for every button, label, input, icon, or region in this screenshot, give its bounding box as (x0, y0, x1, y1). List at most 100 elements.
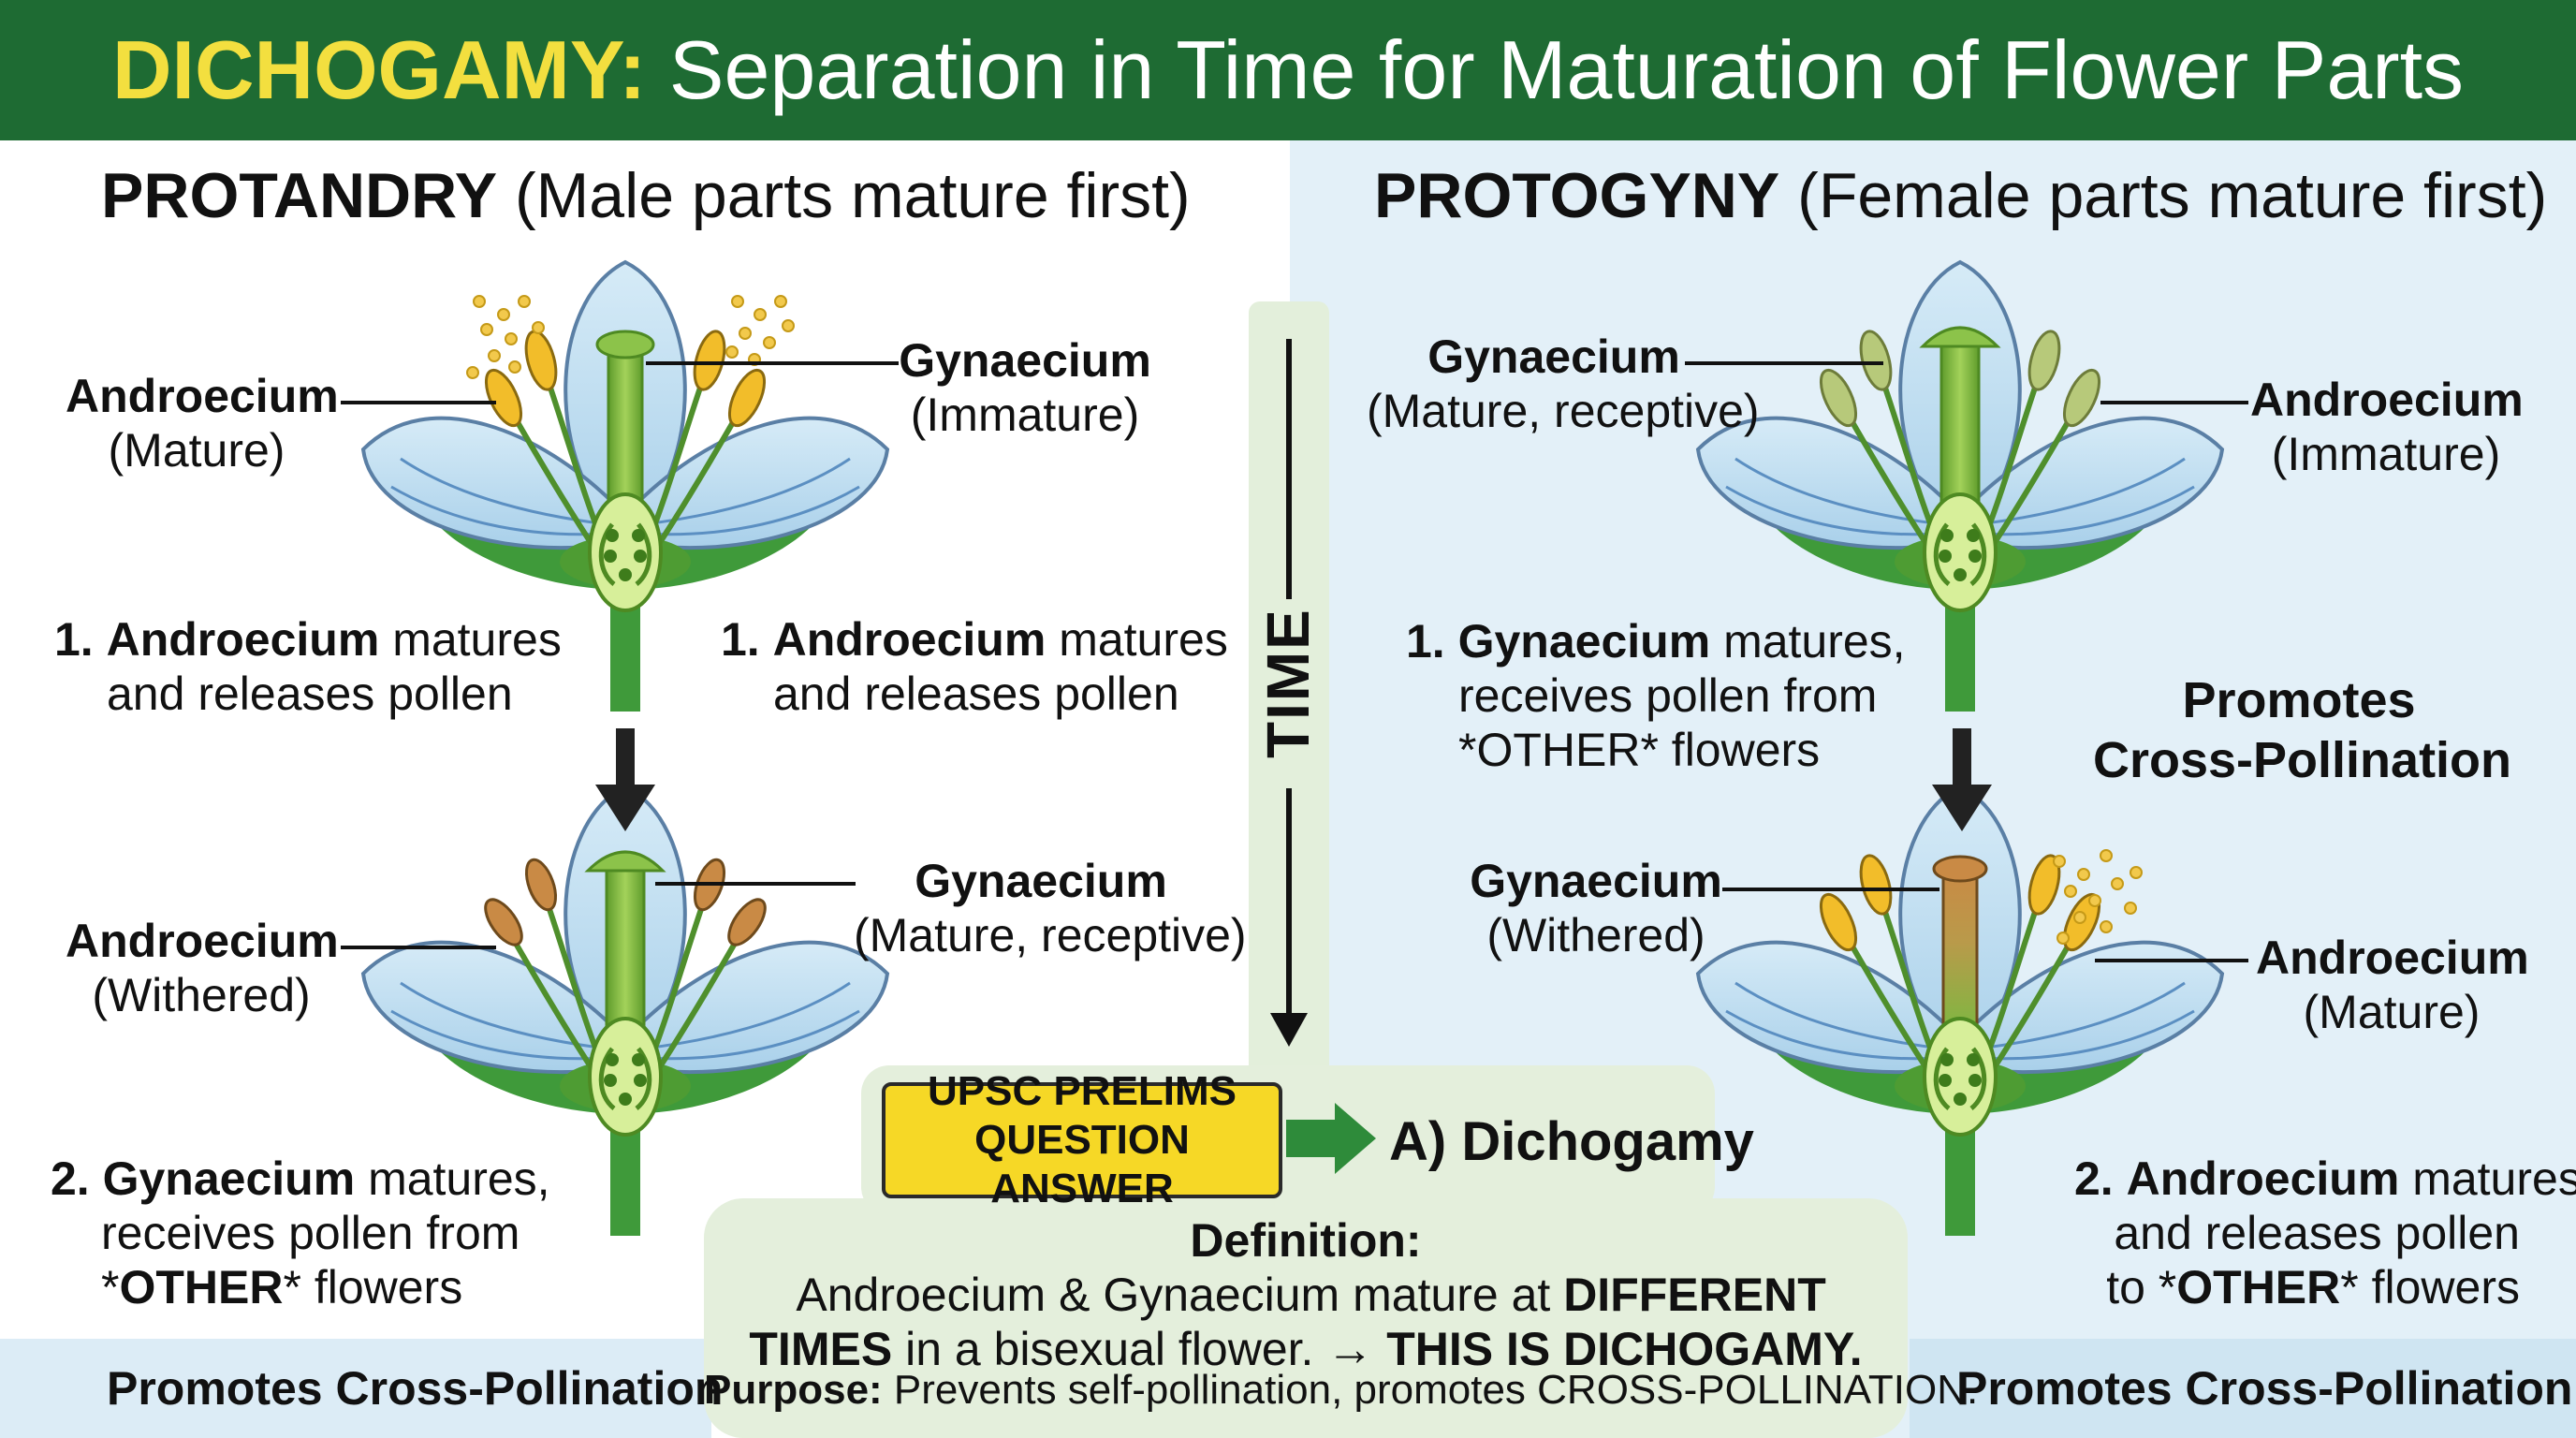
step-line3-post: * flowers (283, 1261, 463, 1313)
protogyny-bottom-androecium-label: Androecium (Mature) (2256, 931, 2529, 1039)
protogyny-band-text: Promotes Cross-Pollination (1956, 1362, 2573, 1415)
step-line3-pre: * (101, 1261, 120, 1313)
step-bold: Androecium (772, 613, 1046, 666)
purpose-text: Purpose: Prevents self-pollination, prom… (704, 1367, 1978, 1414)
androecium-label: Androecium (66, 915, 339, 967)
step-rest: matures (2399, 1152, 2576, 1205)
step-line2: and releases pollen (107, 668, 513, 720)
step-bold: Gynaecium (1457, 615, 1711, 668)
header-bar (0, 0, 2576, 140)
step-number: 1. (54, 613, 94, 666)
step-line3-bold: OTHER (2176, 1261, 2341, 1313)
leader-lines (341, 361, 2248, 962)
gynaecium-label: Gynaecium (915, 855, 1167, 907)
protandry-bottom-androecium-label: Androecium (Withered) (66, 914, 339, 1022)
promotes-line1: Promotes (2182, 672, 2416, 728)
protogyny-promotes-note: Promotes Cross-Pollination (2093, 670, 2512, 790)
step-rest: matures (379, 613, 562, 666)
protandry-band-text: Promotes Cross-Pollination (107, 1362, 724, 1415)
title-keyword: DICHOGAMY: (111, 23, 647, 116)
definition-text1: Androecium & Gynaecium mature at (785, 1269, 1564, 1321)
protogyny-bottom-band (1910, 1339, 2576, 1438)
step-number: 2. (2074, 1152, 2114, 1205)
down-arrow-icon (595, 728, 655, 831)
protandry-top-androecium-label: Androecium (Mature) (66, 369, 339, 477)
androecium-state: (Mature) (108, 424, 285, 477)
protandry-heading-note: (Male parts mature first) (497, 160, 1191, 231)
definition-label: Definition: (1190, 1214, 1422, 1267)
upsc-badge-line1: UPSC PRELIMS (927, 1068, 1237, 1114)
step-line2: and releases pollen (773, 668, 1179, 720)
protandry-bottom-band (0, 1339, 711, 1438)
androecium-state: (Mature) (2303, 986, 2481, 1038)
protandry-flower-top (361, 260, 889, 713)
step-line2: receives pollen from (1458, 669, 1878, 722)
step-number: 1. (1406, 615, 1445, 668)
definition-text2: in a bisexual flower. → (892, 1323, 1387, 1375)
upsc-badge-line2: QUESTION ANSWER (974, 1117, 1190, 1211)
purpose-body: Prevents self-pollination, promotes CROS… (882, 1367, 1979, 1413)
step-number: 2. (51, 1152, 90, 1205)
purpose-label: Purpose: (704, 1367, 883, 1413)
promotes-line2: Cross-Pollination (2093, 732, 2512, 788)
title-rest: Separation in Time for Maturation of Flo… (646, 23, 2465, 116)
protogyny-heading-note: (Female parts mature first) (1779, 160, 2548, 231)
protogyny-flower-top (1696, 260, 2224, 713)
gynaecium-label: Gynaecium (1427, 330, 1680, 383)
protogyny-heading: PROTOGYNY (Female parts mature first) (1374, 159, 2547, 232)
pollen-grains-protogyny (2053, 849, 2143, 945)
pollen-grains-protandry (466, 295, 795, 379)
right-arrow-icon (1286, 1103, 1376, 1174)
protogyny-heading-bold: PROTOGYNY (1374, 160, 1780, 231)
upsc-badge: UPSC PRELIMS QUESTION ANSWER (882, 1068, 1282, 1211)
definition-bold3: THIS IS DICHOGAMY. (1386, 1323, 1863, 1375)
protogyny-bottom-gynaecium-label: Gynaecium (Withered) (1470, 854, 1722, 962)
gynaecium-label: Gynaecium (899, 334, 1151, 387)
protogyny-step2: 2. Androecium matures and releases polle… (2074, 1152, 2576, 1314)
protogyny-top-gynaecium-label: Gynaecium (Mature, receptive) (1367, 330, 1760, 438)
protogyny-flower-bottom (1696, 785, 2224, 1238)
protogyny-top-androecium-label: Androecium (Immature) (2250, 373, 2524, 481)
step-bold: Androecium (106, 613, 380, 666)
down-arrow-icon-right (1932, 728, 1992, 831)
step-line2: receives pollen from (101, 1207, 520, 1259)
time-label: TIME (1254, 608, 1322, 758)
step-rest: matures, (355, 1152, 550, 1205)
protandry-step1-left: 1. Androecium matures and releases polle… (54, 612, 562, 721)
step-number: 1. (721, 613, 760, 666)
step-line2: and releases pollen (2114, 1207, 2520, 1259)
gynaecium-state: (Mature, receptive) (1367, 385, 1760, 437)
answer-text: A) Dichogamy (1389, 1111, 1754, 1172)
protandry-top-gynaecium-label: Gynaecium (Immature) (899, 333, 1151, 442)
gynaecium-state: (Withered) (1486, 909, 1705, 961)
step-rest: matures (1046, 613, 1228, 666)
step-line3: *OTHER* flowers (1458, 724, 1821, 776)
androecium-state: (Immature) (2271, 428, 2501, 480)
step-line3-bold: OTHER (119, 1261, 284, 1313)
definition-bold2: TIMES (749, 1323, 893, 1375)
protandry-heading-bold: PROTANDRY (101, 160, 498, 231)
step-bold: Androecium (2126, 1152, 2400, 1205)
definition-box (704, 1198, 1908, 1438)
time-arrow-head (1270, 1013, 1308, 1047)
protandry-heading: PROTANDRY (Male parts mature first) (101, 159, 1191, 232)
androecium-label: Androecium (66, 370, 339, 422)
androecium-label: Androecium (2256, 932, 2529, 984)
time-track (1249, 301, 1329, 1088)
definition-text: Definition: Androecium & Gynaecium matur… (704, 1213, 1908, 1376)
step-line3-post: * flowers (2340, 1261, 2520, 1313)
protandry-step2: 2. Gynaecium matures, receives pollen fr… (51, 1152, 550, 1314)
gynaecium-label: Gynaecium (1470, 855, 1722, 907)
page-title: DICHOGAMY: Separation in Time for Matura… (0, 0, 2576, 140)
definition-bold1: DIFFERENT (1563, 1269, 1826, 1321)
gynaecium-state: (Mature, receptive) (854, 909, 1247, 961)
protogyny-step1: 1. Gynaecium matures, receives pollen fr… (1406, 614, 1906, 777)
protandry-step1-right: 1. Androecium matures and releases polle… (721, 612, 1228, 721)
protandry-bottom-gynaecium-label: Gynaecium (Mature, receptive) (854, 854, 1247, 962)
step-rest: matures, (1710, 615, 1906, 668)
step-line3-pre: to * (2106, 1261, 2177, 1313)
step-bold: Gynaecium (102, 1152, 356, 1205)
androecium-label: Androecium (2250, 374, 2524, 426)
androecium-state: (Withered) (92, 969, 311, 1021)
